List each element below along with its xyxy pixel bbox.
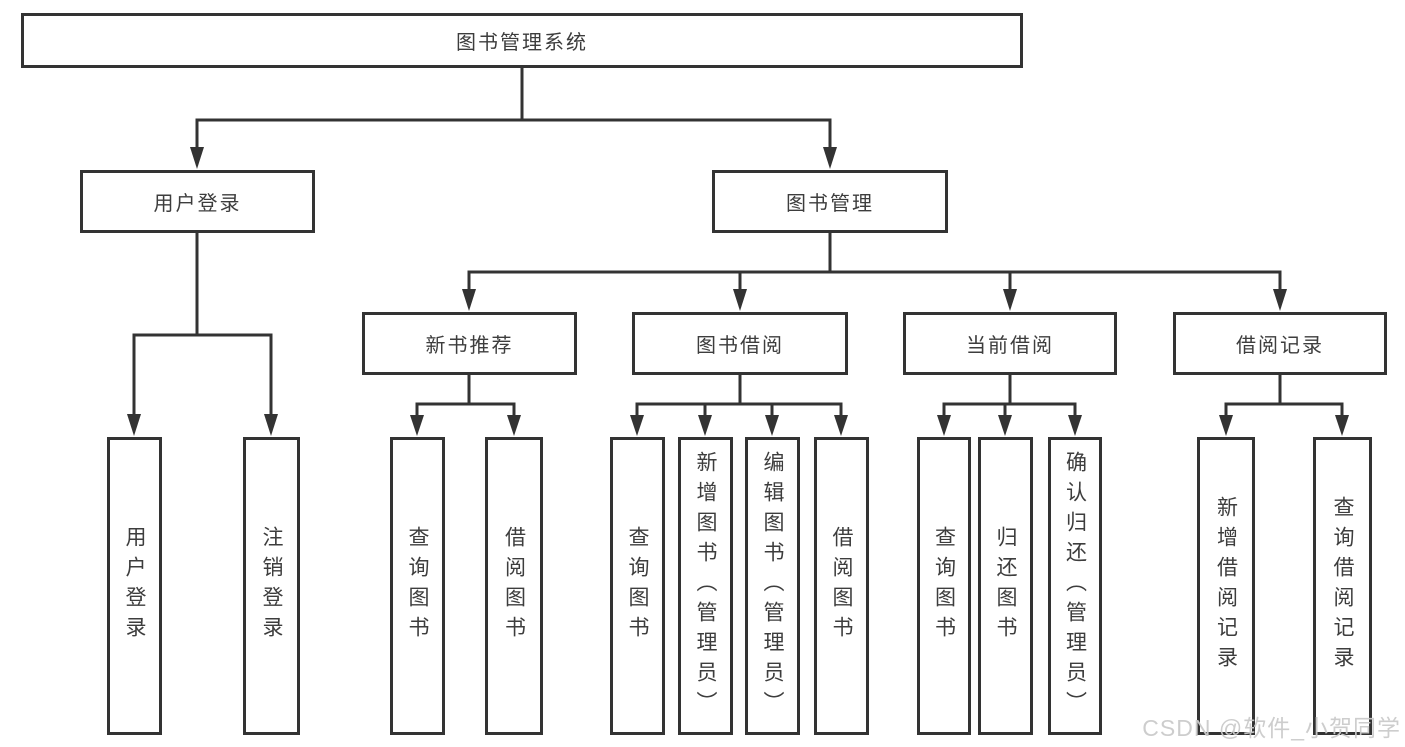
leaf-add-books-admin: 新增图书（管理员） — [678, 437, 733, 735]
leaf-add-books-admin-label: 新增图书（管理员） — [694, 451, 717, 721]
leaf-borrow-books-borrowing-label: 借阅图书 — [830, 526, 853, 646]
node-current-borrowing: 当前借阅 — [903, 312, 1117, 375]
leaf-query-books-recommend: 查询图书 — [390, 437, 445, 735]
leaf-query-books-borrowing: 查询图书 — [610, 437, 665, 735]
node-book-management-label: 图书管理 — [786, 193, 874, 215]
leaf-query-books-borrowing-label: 查询图书 — [626, 526, 649, 646]
leaf-logout-label: 注销登录 — [260, 526, 283, 646]
leaf-add-borrowing-record-label: 新增借阅记录 — [1214, 496, 1238, 676]
node-user-login: 用户登录 — [80, 170, 315, 233]
node-book-borrowing: 图书借阅 — [632, 312, 848, 375]
leaf-return-books-label: 归还图书 — [994, 526, 1017, 646]
leaf-query-books-current-label: 查询图书 — [932, 526, 956, 646]
leaf-add-borrowing-record: 新增借阅记录 — [1197, 437, 1255, 735]
leaf-borrow-books-borrowing: 借阅图书 — [814, 437, 869, 735]
leaf-borrow-books-recommend-label: 借阅图书 — [502, 526, 526, 646]
leaf-query-borrowing-record: 查询借阅记录 — [1313, 437, 1372, 735]
node-root: 图书管理系统 — [21, 13, 1023, 68]
leaf-edit-books-admin: 编辑图书（管理员） — [745, 437, 800, 735]
leaf-user-login: 用户登录 — [107, 437, 162, 735]
leaf-user-login-label: 用户登录 — [123, 526, 146, 646]
node-new-book-recommend-label: 新书推荐 — [425, 335, 514, 357]
leaf-confirm-return-admin-label: 确认归还（管理员） — [1063, 451, 1087, 721]
leaf-borrow-books-recommend: 借阅图书 — [485, 437, 543, 735]
node-user-login-label: 用户登录 — [153, 193, 242, 215]
node-new-book-recommend: 新书推荐 — [362, 312, 577, 375]
node-borrowing-records: 借阅记录 — [1173, 312, 1387, 375]
node-borrowing-records-label: 借阅记录 — [1236, 335, 1324, 357]
leaf-query-books-recommend-label: 查询图书 — [406, 526, 429, 646]
leaf-query-borrowing-record-label: 查询借阅记录 — [1331, 496, 1354, 676]
leaf-confirm-return-admin: 确认归还（管理员） — [1048, 437, 1102, 735]
leaf-edit-books-admin-label: 编辑图书（管理员） — [761, 451, 784, 721]
node-current-borrowing-label: 当前借阅 — [966, 335, 1054, 357]
node-book-management: 图书管理 — [712, 170, 948, 233]
leaf-return-books: 归还图书 — [978, 437, 1033, 735]
watermark: CSDN @软件_小贺同学 — [1142, 715, 1401, 741]
leaf-query-books-current: 查询图书 — [917, 437, 971, 735]
node-root-label: 图书管理系统 — [456, 32, 588, 54]
node-book-borrowing-label: 图书借阅 — [696, 335, 784, 357]
leaf-logout: 注销登录 — [243, 437, 300, 735]
